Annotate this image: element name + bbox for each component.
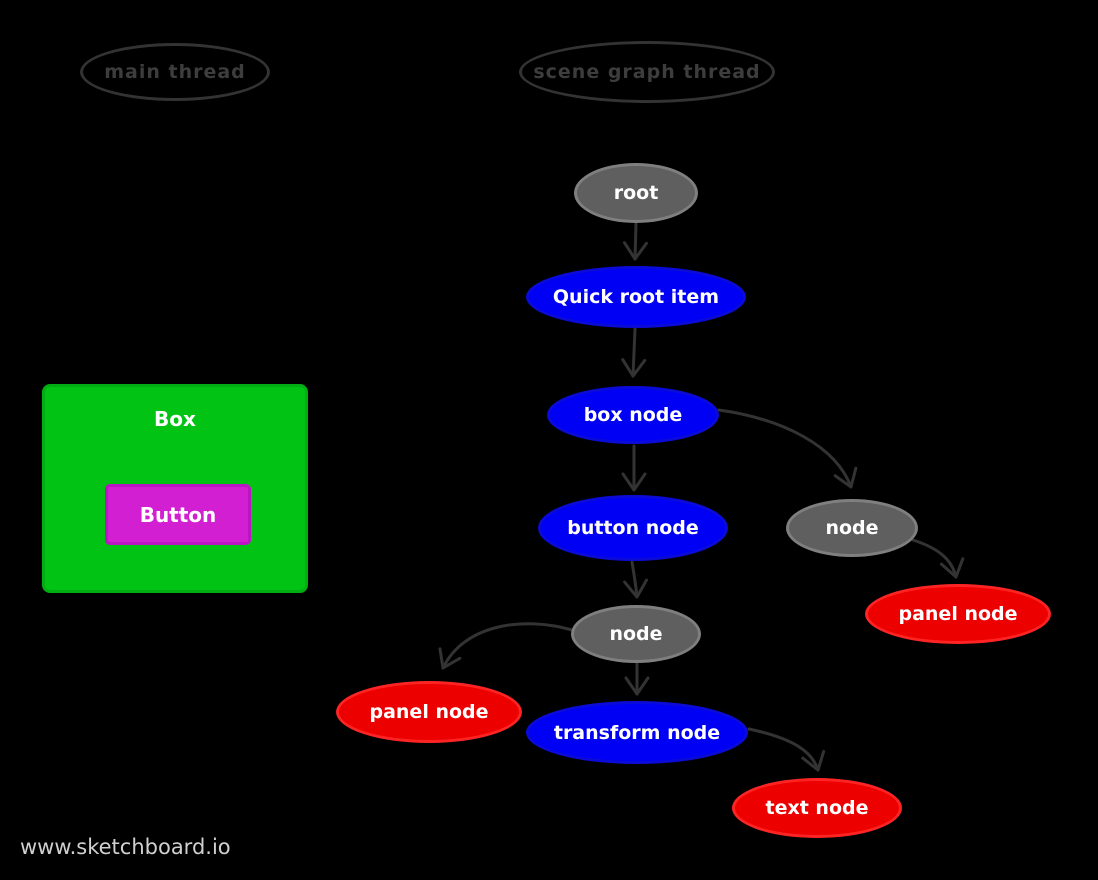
edge-quick-root-item-to-box-node[interactable] (621, 327, 647, 378)
node-button-node[interactable]: button node (538, 495, 728, 561)
main-thread-label: main thread (104, 61, 246, 83)
node-text-node[interactable]: text node (732, 778, 902, 838)
button-shape[interactable]: Button (105, 484, 251, 545)
node-root-label: root (613, 182, 659, 204)
box-label: Box (154, 407, 196, 431)
node-right[interactable]: node (786, 499, 918, 557)
node-middle-label: node (609, 623, 663, 645)
sketchboard-watermark: www.sketchboard.io (20, 835, 231, 859)
node-panel-node-right-label: panel node (898, 603, 1018, 625)
node-transform-node[interactable]: transform node (526, 701, 748, 764)
node-panel-node-left-label: panel node (369, 701, 489, 723)
scene-graph-thread-label-ellipse[interactable]: scene graph thread (519, 41, 775, 103)
node-text-node-label: text node (765, 797, 869, 819)
node-box-node[interactable]: box node (547, 386, 719, 444)
edge-button-node-to-node-middle[interactable] (623, 560, 649, 599)
node-transform-node-label: transform node (553, 721, 721, 744)
node-panel-node-left[interactable]: panel node (336, 681, 522, 743)
edge-node-middle-to-panel-node-left[interactable] (438, 622, 574, 670)
node-root[interactable]: root (574, 163, 698, 223)
edge-box-node-to-node-right[interactable] (717, 408, 858, 489)
scene-graph-thread-label: scene graph thread (533, 61, 761, 83)
node-button-node-label: button node (567, 517, 699, 539)
node-quick-root-item-label: Quick root item (552, 286, 720, 308)
box-shape[interactable]: Box Button (42, 384, 308, 593)
node-box-node-label: box node (583, 404, 683, 426)
edge-node-right-to-panel-node-right[interactable] (911, 538, 965, 579)
button-label: Button (139, 502, 217, 527)
node-right-label: node (825, 517, 879, 539)
node-panel-node-right[interactable]: panel node (865, 584, 1051, 644)
edge-root-to-quick-root-item[interactable] (622, 222, 648, 261)
edge-transform-node-to-text-node[interactable] (747, 727, 826, 772)
main-thread-label-ellipse[interactable]: main thread (80, 43, 270, 101)
node-quick-root-item[interactable]: Quick root item (526, 266, 746, 328)
node-middle[interactable]: node (571, 605, 701, 663)
